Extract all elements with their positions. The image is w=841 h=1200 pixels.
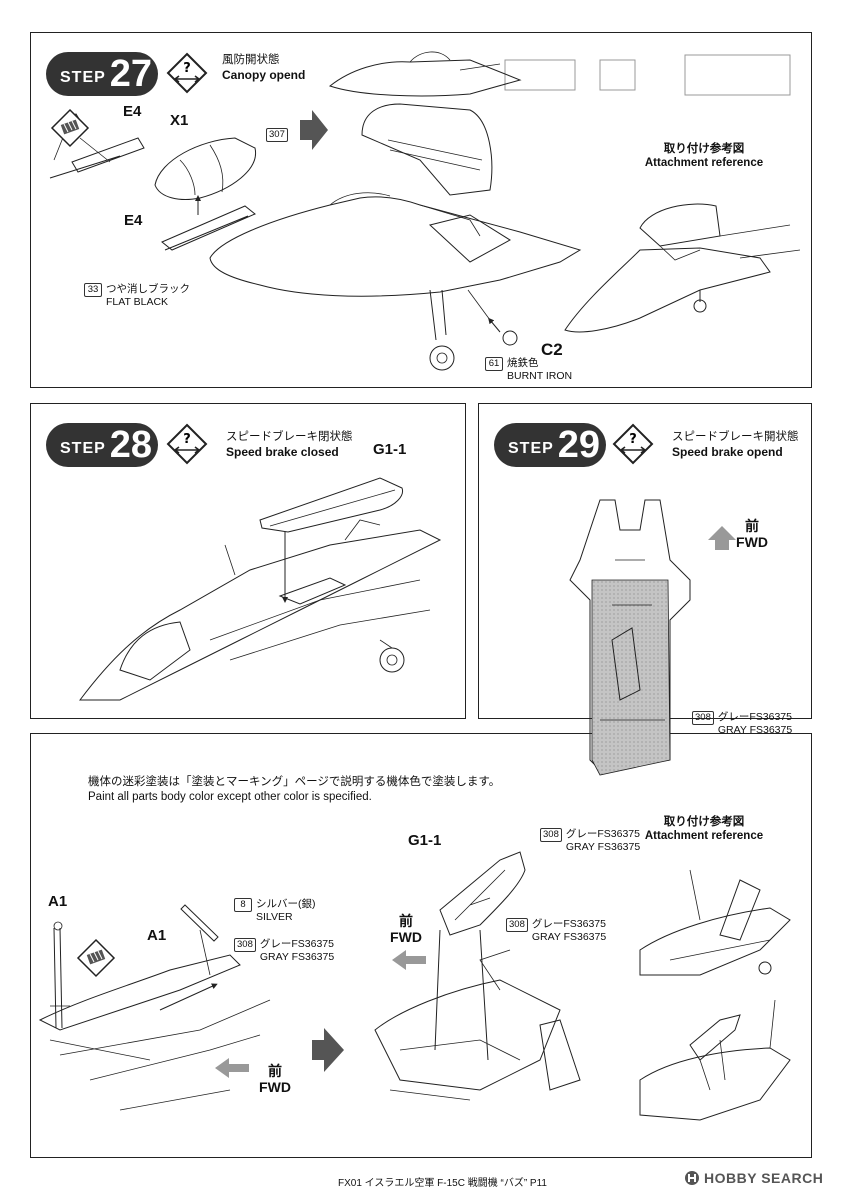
part-a1-mid: A1 <box>147 927 167 944</box>
step27-title: 風防開状態 Canopy opend <box>222 53 305 83</box>
step27-panel <box>30 32 812 388</box>
paint-code: 61 <box>485 357 503 371</box>
paint-jp: グレーFS36375 <box>259 938 334 950</box>
part-e4-top: E4 <box>123 103 142 120</box>
fwd-jp: 前 <box>745 518 759 534</box>
title-en: Canopy opend <box>222 68 306 82</box>
ref-jp: 取り付け参考図 <box>663 143 745 155</box>
part-e4-bottom: E4 <box>124 212 143 229</box>
bottom-art <box>38 851 791 1121</box>
grip-icon <box>50 108 90 148</box>
svg-text:?: ? <box>629 432 637 447</box>
fwd-jp: 前 <box>268 1063 282 1079</box>
step-label: STEP <box>60 69 106 86</box>
step-label: STEP <box>60 440 106 457</box>
step-number: 29 <box>557 424 601 466</box>
step29-art <box>569 499 736 776</box>
paint-code: 307 <box>266 128 288 142</box>
title-en: Speed brake opend <box>672 445 783 459</box>
grip-icon <box>76 938 116 978</box>
paint-jp: グレーFS36375 <box>531 918 606 930</box>
paint-code: 33 <box>84 283 102 297</box>
step-number: 27 <box>109 53 153 95</box>
paint-en: GRAY FS36375 <box>717 724 793 736</box>
paint-jp: つや消しブラック <box>106 283 190 295</box>
svg-text:?: ? <box>183 432 191 447</box>
fwd-jp: 前 <box>399 913 413 929</box>
fwd-en: FWD <box>390 929 422 945</box>
ref-en: Attachment reference <box>644 157 764 169</box>
paint-en: GRAY FS36375 <box>259 951 335 963</box>
title-jp: スピードブレーキ開状態 <box>672 431 799 443</box>
step29-badge: STEP 29 <box>494 423 606 467</box>
step28-title: スピードブレーキ閉状態 Speed brake closed <box>226 430 353 460</box>
fwd-en: FWD <box>259 1079 291 1095</box>
step29-title: スピードブレーキ開状態 Speed brake opend <box>672 430 799 460</box>
fwd-label-s29: 前 FWD <box>730 518 774 550</box>
fwd-en: FWD <box>736 534 768 550</box>
paint-code: 308 <box>234 938 256 952</box>
part-x1: X1 <box>170 112 189 129</box>
paint-en: GRAY FS36375 <box>531 931 607 943</box>
paint-code: 308 <box>540 828 562 842</box>
title-en: Speed brake closed <box>226 445 339 459</box>
attachment-reference-s27: 取り付け参考図 Attachment reference <box>636 142 772 170</box>
paint-jp: 焼鉄色 <box>507 357 539 369</box>
choice-icon: ? <box>166 423 208 465</box>
part-g1-1-s28: G1-1 <box>373 441 407 458</box>
step27-badge: STEP 27 <box>46 52 158 96</box>
paint-code: 8 <box>234 898 252 912</box>
note-jp: 機体の迷彩塗装は「塗装とマーキング」ページで説明する機体色で塗装します。 <box>88 776 501 788</box>
paint-jp: シルバー(銀) <box>256 898 316 910</box>
paint-en: BURNT IRON <box>507 370 573 382</box>
paint-code: 308 <box>506 918 528 932</box>
attachment-reference-bottom: 取り付け参考図 Attachment reference <box>636 815 772 843</box>
part-a1-left: A1 <box>48 893 68 910</box>
title-jp: 風防開状態 <box>222 54 280 66</box>
paint-code: 308 <box>692 711 714 725</box>
brand-text: HOBBY SEARCH <box>704 1170 824 1186</box>
ref-jp: 取り付け参考図 <box>663 816 745 828</box>
fwd-label-bottom-left: 前 FWD <box>253 1063 297 1095</box>
svg-text:?: ? <box>183 61 191 76</box>
ref-en: Attachment reference <box>644 830 764 842</box>
part-g1-1-bottom: G1-1 <box>408 832 442 849</box>
choice-icon: ? <box>166 52 208 94</box>
title-jp: スピードブレーキ閉状態 <box>226 431 353 443</box>
paint-jp: グレーFS36375 <box>717 711 792 723</box>
step28-badge: STEP 28 <box>46 423 158 467</box>
paint-jp: グレーFS36375 <box>565 828 640 840</box>
page-footer: FX01 イスラエル空軍 F-15C 戦闘機 “バズ” P11 <box>338 1178 547 1189</box>
part-c2: C2 <box>541 340 563 359</box>
choice-icon: ? <box>612 423 654 465</box>
note-en: Paint all parts body color except other … <box>88 791 372 803</box>
body-color-note: 機体の迷彩塗装は「塗装とマーキング」ページで説明する機体色で塗装します。 Pai… <box>88 775 500 805</box>
step28-art <box>78 477 442 701</box>
fwd-label-bottom-mid: 前 FWD <box>384 913 428 945</box>
paint-en: GRAY FS36375 <box>565 841 641 853</box>
paint-en: FLAT BLACK <box>106 296 169 308</box>
paint-en: SILVER <box>256 911 293 923</box>
hobby-search-logo-icon <box>685 1171 699 1185</box>
step-number: 28 <box>109 424 153 466</box>
brand: HOBBY SEARCH <box>684 1170 823 1186</box>
paint-8: 8 シルバー(銀)SILVER <box>234 898 316 924</box>
step27-art <box>49 51 801 371</box>
bottom-panel <box>30 733 812 1158</box>
step-label: STEP <box>508 440 554 457</box>
paint-307: 307 <box>266 128 288 142</box>
